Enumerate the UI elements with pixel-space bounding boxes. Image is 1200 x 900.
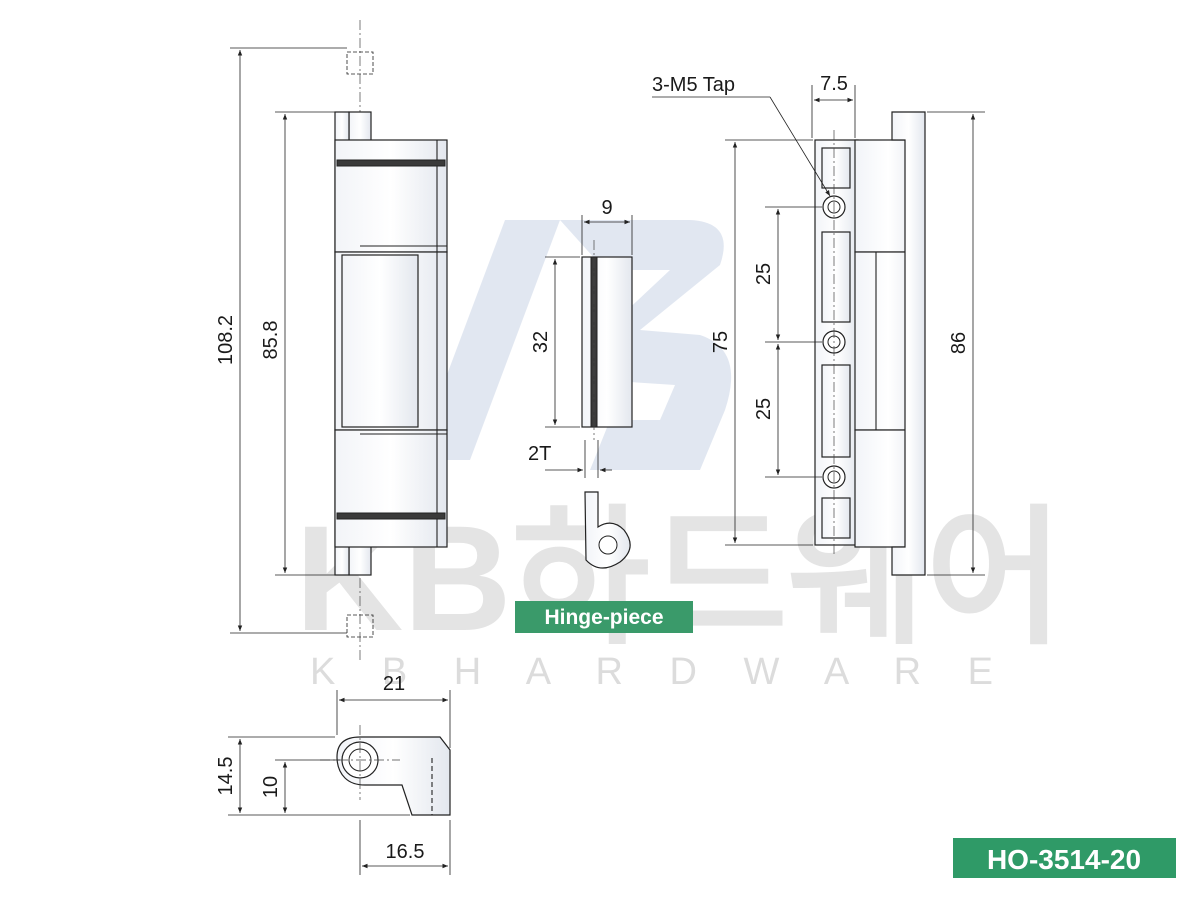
dim-pin-height: 10: [260, 776, 282, 798]
model-label-text: HO-3514-20: [987, 844, 1141, 875]
front-dimensions: 108.2 85.8: [215, 47, 347, 634]
dim-offset: 7.5: [820, 73, 848, 95]
hinge-piece-view: [581, 240, 633, 569]
side-dimensions: 3-M5 Tap 7.5 25 25 75 86: [652, 73, 985, 576]
dim-top-height: 14.5: [215, 757, 237, 796]
dim-total-height: 86: [948, 332, 970, 354]
dim-pitch-1: 25: [753, 263, 775, 285]
model-label: HO-3514-20: [953, 838, 1176, 878]
kb-logo-watermark: [415, 220, 732, 470]
dim-piece-height: 32: [530, 331, 552, 353]
watermark-english: K B H A R D W A R E: [310, 651, 1011, 693]
hinge-piece-dimensions: 9 32 2T: [528, 197, 633, 478]
side-view: [814, 111, 926, 576]
dim-piece-width: 9: [601, 197, 612, 219]
hinge-piece-label-text: Hinge-piece: [544, 606, 663, 629]
front-view: [334, 20, 448, 660]
dim-pitch-2: 25: [753, 398, 775, 420]
dim-leaf-height: 85.8: [260, 321, 282, 360]
dim-top-width: 21: [383, 673, 405, 695]
dim-hole-span: 75: [710, 331, 732, 353]
dim-base-width: 16.5: [386, 841, 425, 863]
top-dimensions: 21 14.5 10 16.5: [215, 673, 451, 875]
hinge-piece-label: Hinge-piece: [515, 601, 693, 633]
dim-overall-height: 108.2: [215, 315, 237, 365]
dim-tap-callout: 3-M5 Tap: [652, 74, 735, 96]
top-view: [320, 725, 451, 816]
dim-piece-thickness: 2T: [528, 443, 551, 465]
